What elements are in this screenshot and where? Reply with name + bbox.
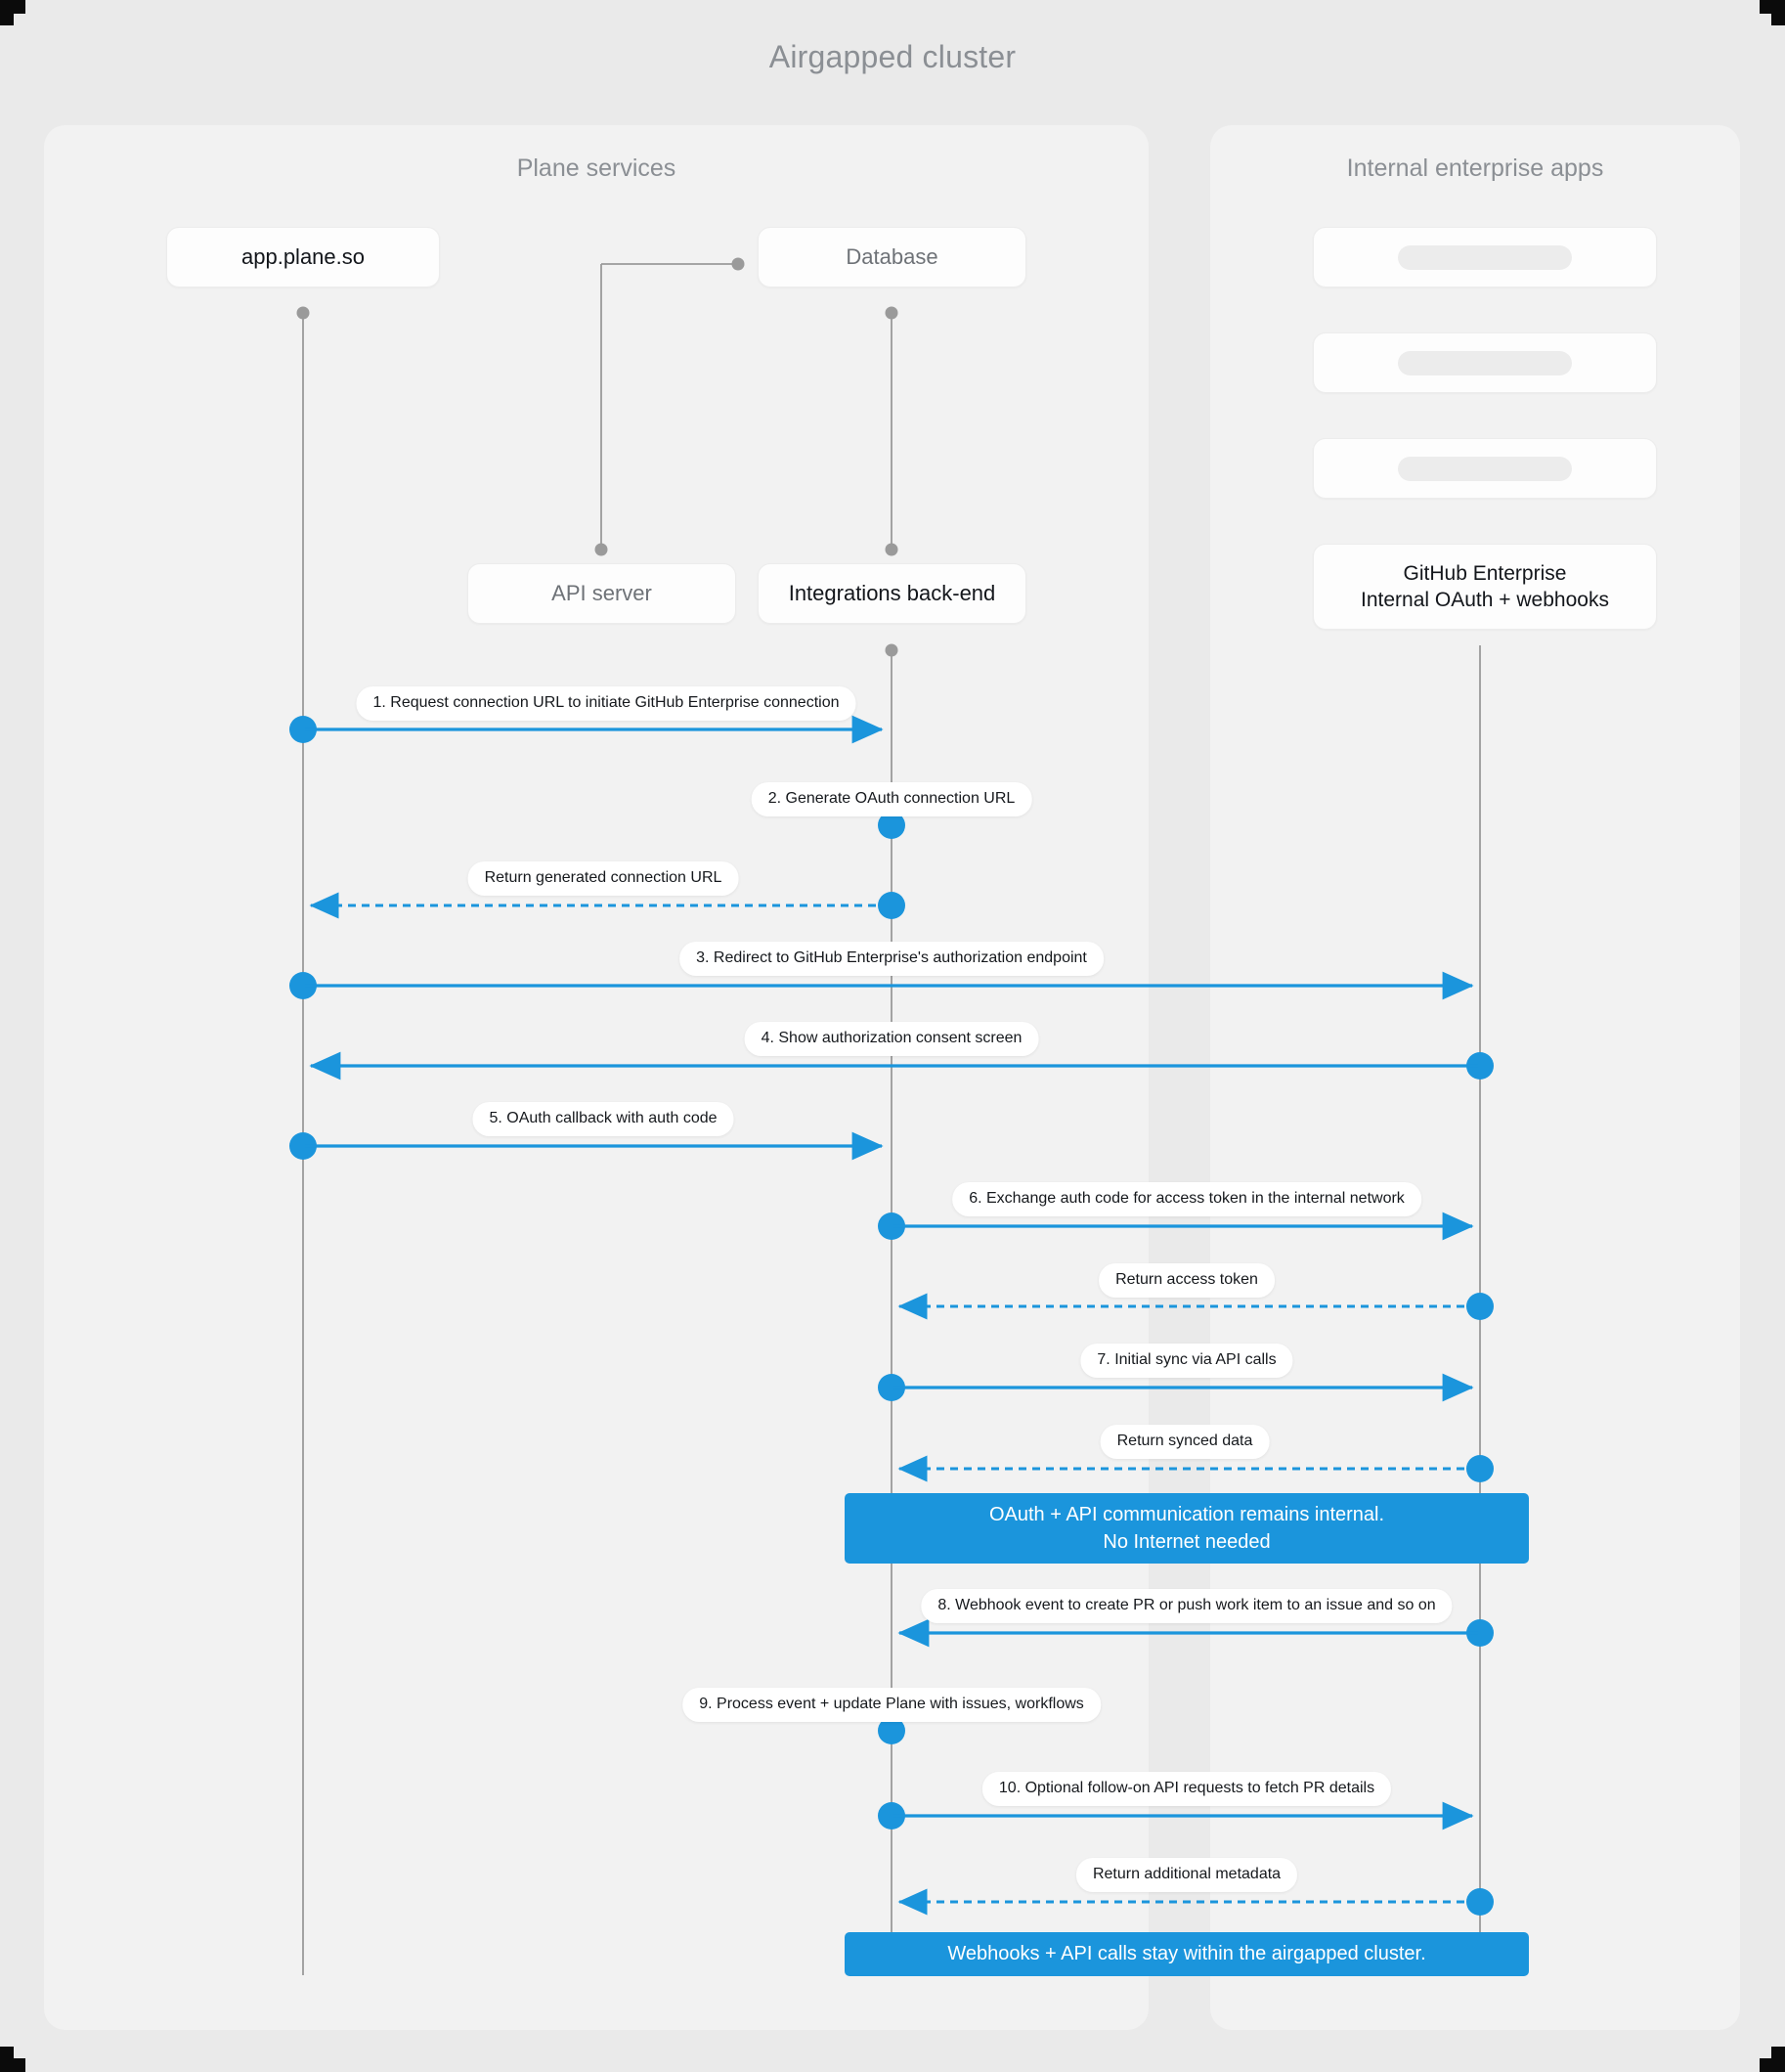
node-external-placeholder-1[interactable] [1313, 227, 1657, 287]
node-app-plane-so[interactable]: app.plane.so [166, 227, 440, 287]
message-label-3: Return generated connection URL [467, 861, 739, 896]
message-label-12: 9. Process event + update Plane with iss… [682, 1688, 1101, 1722]
github-enterprise-subtitle: Internal OAuth + webhooks [1361, 589, 1609, 611]
message-label-1: 1. Request connection URL to initiate Gi… [356, 686, 856, 721]
node-database[interactable]: Database [758, 227, 1026, 287]
panel-internal-enterprise-apps-title: Internal enterprise apps [1346, 154, 1604, 182]
placeholder-bar [1398, 456, 1572, 481]
message-label-13: 10. Optional follow-on API requests to f… [981, 1772, 1392, 1806]
crop-mark-bottom-right [1760, 2047, 1785, 2072]
message-label-6: 5. OAuth callback with auth code [472, 1102, 734, 1136]
node-github-enterprise[interactable]: GitHub Enterprise Internal OAuth + webho… [1313, 544, 1657, 630]
node-external-placeholder-2[interactable] [1313, 332, 1657, 393]
message-label-2: 2. Generate OAuth connection URL [751, 782, 1032, 816]
crop-mark-bottom-left [0, 2047, 25, 2072]
message-label-14: Return additional metadata [1075, 1858, 1298, 1892]
message-label-4: 3. Redirect to GitHub Enterprise's autho… [679, 942, 1104, 976]
placeholder-bar [1398, 244, 1572, 270]
message-label-9: 7. Initial sync via API calls [1080, 1344, 1293, 1378]
node-integrations-backend[interactable]: Integrations back-end [758, 563, 1026, 624]
message-label-5: 4. Show authorization consent screen [744, 1022, 1039, 1056]
note-banner-airgapped-cluster: Webhooks + API calls stay within the air… [845, 1932, 1529, 1976]
message-label-10: Return synced data [1100, 1425, 1270, 1459]
message-label-11: 8. Webhook event to create PR or push wo… [921, 1589, 1453, 1623]
crop-mark-top-left [0, 0, 25, 25]
node-external-placeholder-3[interactable] [1313, 438, 1657, 499]
message-label-7: 6. Exchange auth code for access token i… [952, 1182, 1421, 1216]
note-airgapped-line1: Webhooks + API calls stay within the air… [947, 1943, 1426, 1965]
github-enterprise-title: GitHub Enterprise [1403, 561, 1567, 585]
note-banner-internal-communication: OAuth + API communication remains intern… [845, 1493, 1529, 1564]
page-title: Airgapped cluster [768, 39, 1017, 74]
crop-mark-top-right [1760, 0, 1785, 25]
node-api-server[interactable]: API server [467, 563, 736, 624]
note-internal-line2: No Internet needed [1103, 1531, 1271, 1553]
panel-plane-services-title: Plane services [516, 154, 676, 182]
message-label-8: Return access token [1099, 1263, 1275, 1298]
placeholder-bar [1398, 350, 1572, 375]
note-internal-line1: OAuth + API communication remains intern… [988, 1503, 1385, 1525]
